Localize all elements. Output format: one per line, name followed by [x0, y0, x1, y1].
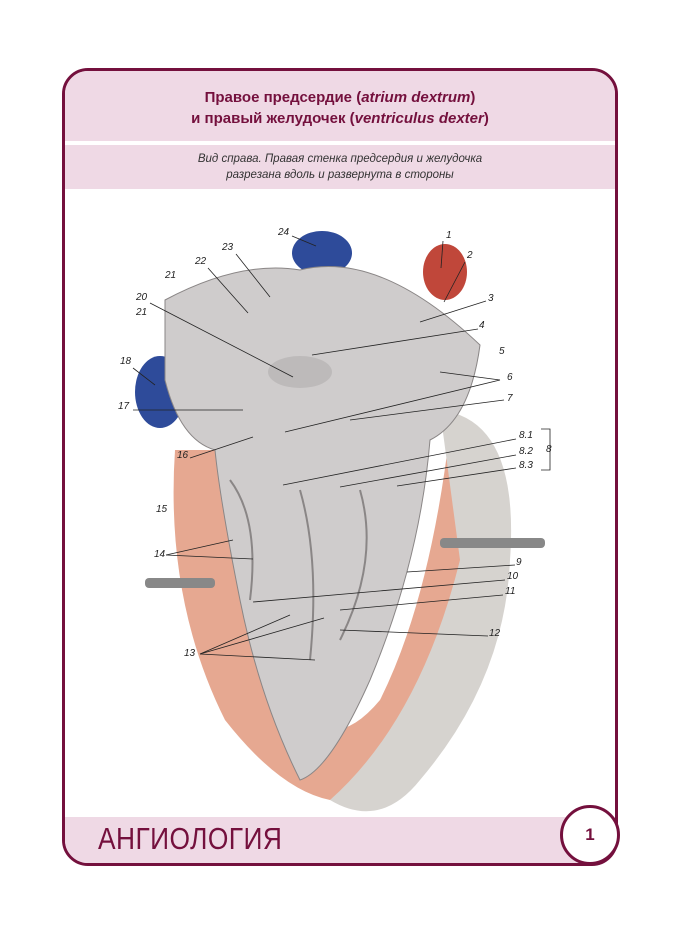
label-8-2: 8.2 [519, 446, 533, 457]
label-21: 21 [165, 270, 177, 281]
leader-lines [132, 235, 551, 661]
label-11: 11 [505, 586, 516, 597]
label-23: 23 [222, 242, 234, 253]
fossa-ovalis [268, 356, 332, 388]
label-13: 13 [184, 648, 196, 659]
title-text: ) [483, 110, 489, 127]
page-number-badge: 1 [560, 805, 620, 865]
trabeculae [229, 479, 368, 661]
label-7: 7 [507, 393, 513, 404]
label-1: 1 [446, 230, 452, 241]
title-text: ) [470, 89, 476, 106]
subtitle-line: разрезана вдоль и развернута в стороны [226, 169, 454, 181]
label-4: 4 [479, 320, 485, 331]
label-8-1: 8.1 [519, 430, 533, 441]
title-text: Правое предсердие ( [204, 89, 362, 106]
label-6: 6 [507, 372, 513, 383]
aorta [423, 244, 467, 300]
footer-band: АНГИОЛОГИЯ [65, 817, 615, 863]
atrium-interior [164, 266, 481, 781]
header-band: Правое предсердие (atrium dextrum) и пра… [65, 71, 615, 141]
subtitle-line: Вид справа. Правая стенка предсердия и ж… [197, 153, 483, 165]
label-18: 18 [120, 356, 132, 367]
title-latin: atrium dextrum [361, 89, 471, 106]
outer-wall [330, 410, 512, 812]
label-10: 10 [507, 571, 519, 582]
label-8: 8 [546, 444, 552, 455]
page-title: Правое предсердие (atrium dextrum) и пра… [65, 87, 615, 129]
title-latin: ventriculus dexter [354, 110, 484, 127]
label-24: 24 [278, 227, 290, 238]
label-3: 3 [488, 293, 494, 304]
retractor-right [440, 538, 545, 548]
title-text: и правый желудочек ( [191, 110, 355, 127]
label-5: 5 [499, 346, 505, 357]
label-22: 22 [195, 256, 207, 267]
label-15: 15 [156, 504, 168, 515]
section-title: АНГИОЛОГИЯ [98, 821, 283, 856]
label-9: 9 [516, 557, 522, 568]
subtitle: Вид справа. Правая стенка предсердия и ж… [65, 145, 615, 189]
label-2: 2 [467, 250, 473, 261]
label-12: 12 [489, 628, 501, 639]
label-16: 16 [177, 450, 189, 461]
label-17: 17 [118, 401, 130, 412]
label-21b: 21 [136, 307, 148, 318]
label-20: 20 [136, 292, 148, 303]
label-14: 14 [154, 549, 166, 560]
retractor-left [145, 578, 215, 588]
label-8-3: 8.3 [519, 460, 533, 471]
